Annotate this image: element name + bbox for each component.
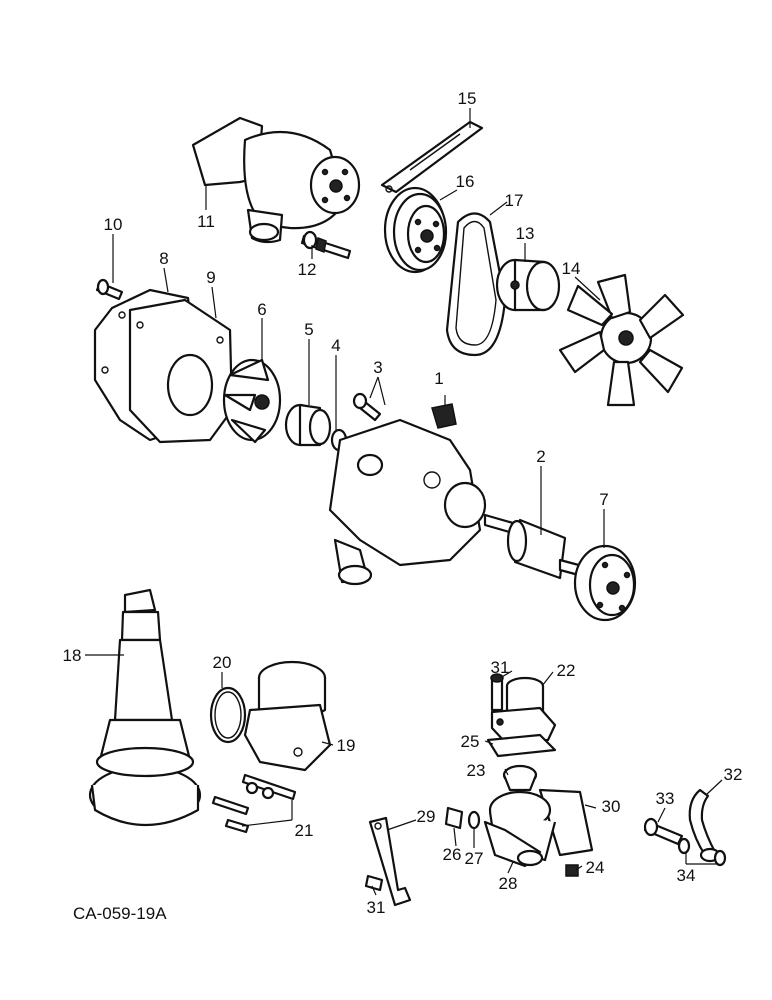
callout-16: 16 xyxy=(456,172,475,191)
bolt-washer-part xyxy=(300,230,352,260)
washers-34-part xyxy=(677,837,727,867)
thermostat-housing-part xyxy=(483,790,557,868)
callout-32: 32 xyxy=(724,765,743,784)
callout-33: 33 xyxy=(656,789,675,808)
plug-26-part xyxy=(444,806,464,830)
callout-34: 34 xyxy=(677,866,696,885)
bolts-21-part xyxy=(211,773,297,834)
plug-part xyxy=(431,403,457,429)
callout-5: 5 xyxy=(304,320,313,339)
callout-2: 2 xyxy=(536,447,545,466)
callout-26: 26 xyxy=(443,845,462,864)
fan-spacer-part xyxy=(495,258,561,312)
figure-code: CA-059-19A xyxy=(73,904,167,923)
leader-lines xyxy=(85,108,723,896)
oil-pump-part xyxy=(88,588,202,826)
callout-12: 12 xyxy=(298,260,317,279)
impeller-part xyxy=(222,358,282,444)
callout-18: 18 xyxy=(63,646,82,665)
callout-numbers: 1 2 3 4 5 6 7 8 9 10 11 12 13 14 15 16 1… xyxy=(63,89,743,917)
v-belt-part xyxy=(445,212,507,357)
callout-9: 9 xyxy=(206,268,215,287)
bracket-29-part xyxy=(368,816,412,907)
o-ring-20-part xyxy=(209,686,247,744)
callout-25: 25 xyxy=(461,732,480,751)
callout-22: 22 xyxy=(557,661,576,680)
callout-21: 21 xyxy=(295,821,314,840)
bolt-10-part xyxy=(95,278,124,301)
callout-31-bottom: 31 xyxy=(367,898,386,917)
callout-31-top: 31 xyxy=(491,658,510,677)
gasket-25-part xyxy=(486,733,557,758)
callout-1: 1 xyxy=(434,369,443,388)
callout-14: 14 xyxy=(562,259,581,278)
fan-part xyxy=(558,273,685,407)
water-pump-body xyxy=(328,418,487,586)
flange-part xyxy=(573,544,637,622)
callout-13: 13 xyxy=(516,224,535,243)
callout-15: 15 xyxy=(458,89,477,108)
banjo-bolt-33-part xyxy=(643,817,684,846)
callout-6: 6 xyxy=(257,300,266,319)
shaft-bearing-part xyxy=(483,513,592,580)
callout-3: 3 xyxy=(373,358,382,377)
hose-32-part xyxy=(688,788,721,863)
pump-housing-19-part xyxy=(243,660,332,772)
callout-8: 8 xyxy=(159,249,168,268)
seal-part xyxy=(284,403,332,447)
callout-29: 29 xyxy=(417,807,436,826)
gasket-part xyxy=(128,298,234,444)
bolt-31-top-part xyxy=(490,673,504,712)
callout-28: 28 xyxy=(499,874,518,893)
pulley-part xyxy=(383,186,448,274)
thermostat-part xyxy=(502,764,538,792)
callout-17: 17 xyxy=(505,191,524,210)
callout-4: 4 xyxy=(331,336,340,355)
callout-23: 23 xyxy=(467,761,486,780)
thermostat-outlet-part xyxy=(490,676,557,744)
callout-7: 7 xyxy=(599,490,608,509)
washer-27-part xyxy=(467,810,481,830)
callout-27: 27 xyxy=(465,849,484,868)
callout-24: 24 xyxy=(586,858,605,877)
callout-10: 10 xyxy=(104,215,123,234)
adjusting-strap-part xyxy=(380,120,484,194)
gasket-30-part xyxy=(538,788,594,857)
bolt-31-bottom-part xyxy=(364,874,384,892)
callout-19: 19 xyxy=(337,736,356,755)
plug-24-part xyxy=(565,864,579,877)
water-pump-assembly xyxy=(191,116,361,244)
bolt-3-part xyxy=(352,392,382,422)
callout-30: 30 xyxy=(602,797,621,816)
callout-11: 11 xyxy=(197,212,215,231)
callout-20: 20 xyxy=(213,653,232,672)
